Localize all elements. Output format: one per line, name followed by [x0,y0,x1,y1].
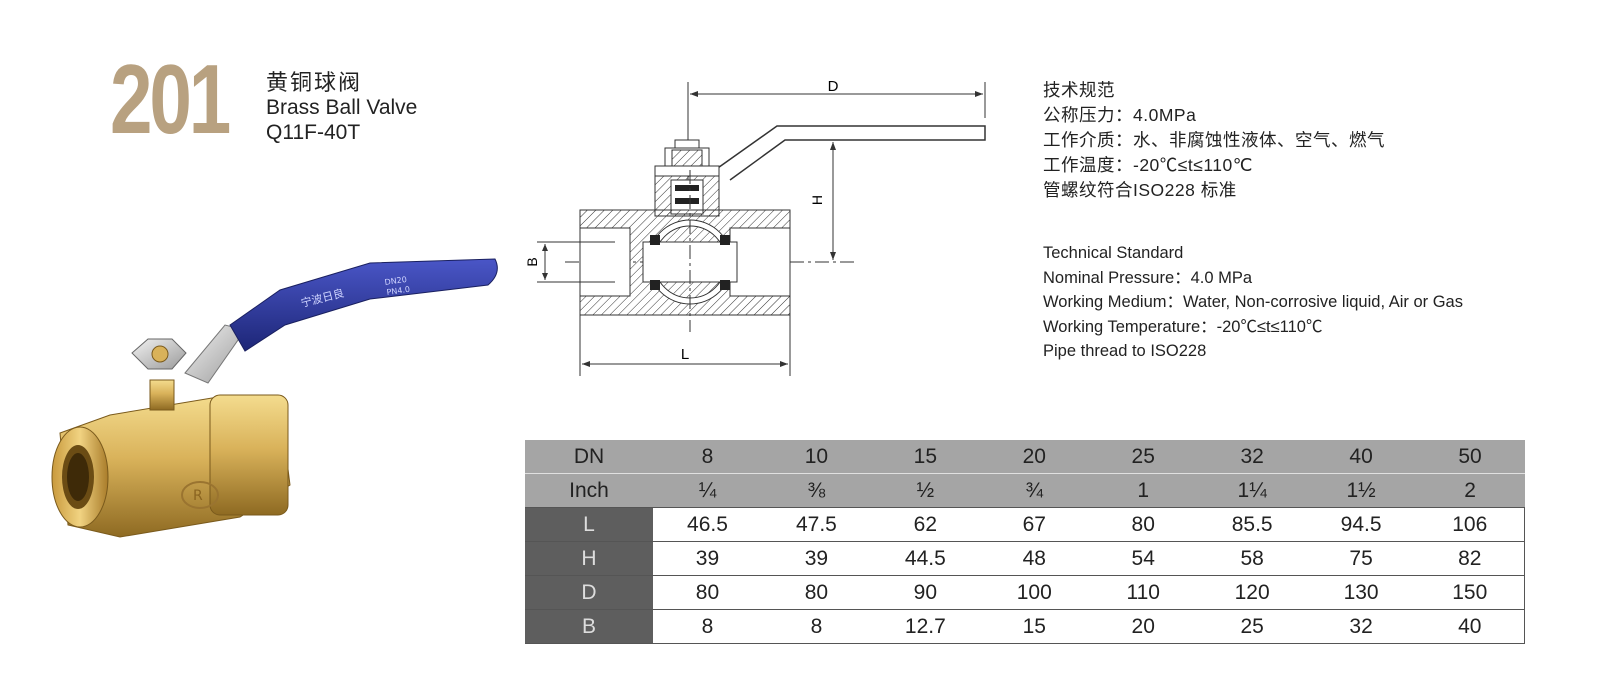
dimension-d: D [687,78,986,180]
title-block: 黄铜球阀 Brass Ball Valve Q11F-40T [266,70,417,145]
valve-handle: 宁波日良 DN20 PN4.0 [184,258,498,384]
table-cell: 25 [1197,609,1307,644]
table-cell: 106 [1415,507,1525,542]
row-label-l: L [525,507,653,542]
table-cell: 58 [1197,541,1307,576]
table-cell: 39 [761,541,871,576]
table-header-cell: ⅜ [761,473,871,508]
model-number: 201 [110,44,231,154]
dimension-table: DN 8 10 15 20 25 32 40 50 Inch ¼ ⅜ ½ ¾ 1… [525,440,1525,644]
table-header-cell: 10 [761,440,871,474]
table-row: L 46.5 47.5 62 67 80 85.5 94.5 106 [525,507,1525,542]
table-header-cell: 8 [653,440,762,474]
table-row: D 80 80 90 100 110 120 130 150 [525,575,1525,610]
table-cell: 82 [1415,541,1525,576]
table-header-row-dn: DN 8 10 15 20 25 32 40 50 [525,440,1525,474]
row-label-inch: Inch [525,473,653,508]
title-english: Brass Ball Valve [266,95,418,119]
table-header-cell: 32 [1197,440,1307,474]
table-header-cell: 25 [1088,440,1198,474]
table-cell: 90 [870,575,980,610]
table-row: B 8 8 12.7 15 20 25 32 40 [525,609,1525,644]
handle-mark-dn: DN20 [384,275,407,287]
table-header-cell: 1¼ [1197,473,1307,508]
dimension-label-b: B [524,257,540,266]
table-cell: 94.5 [1306,507,1416,542]
table-header-row-inch: Inch ¼ ⅜ ½ ¾ 1 1¼ 1½ 2 [525,473,1525,508]
table-cell: 8 [653,609,762,644]
table-cell: 80 [653,575,762,610]
table-cell: 20 [1088,609,1198,644]
table-header-cell: 1½ [1306,473,1416,508]
drawing-body [579,170,791,332]
table-cell: 85.5 [1197,507,1307,542]
table-cell: 150 [1415,575,1525,610]
table-cell: 32 [1306,609,1416,644]
specs-en-line: Working Medium：Water, Non-corrosive liqu… [1043,293,1463,311]
specs-cn-line: 公称压力：4.0MPa [1043,105,1197,125]
table-cell: 130 [1306,575,1416,610]
table-cell: 40 [1415,609,1525,644]
table-cell: 44.5 [870,541,980,576]
table-header-cell: ¼ [653,473,762,508]
table-header-cell: ½ [870,473,980,508]
specs-cn-heading: 技术规范 [1043,80,1115,100]
row-label-dn: DN [525,440,653,474]
specs-en-line: Pipe thread to ISO228 [1043,342,1207,360]
drawing-handle [654,125,986,181]
specs-cn-line: 工作温度：-20℃≤t≤110℃ [1043,155,1253,175]
table-cell: 67 [979,507,1089,542]
table-cell: 48 [979,541,1089,576]
handle-mark-pn: PN4.0 [386,285,411,297]
table-header-cell: 20 [979,440,1089,474]
table-cell: 15 [979,609,1089,644]
specs-en-heading: Technical Standard [1043,244,1184,262]
title-chinese: 黄铜球阀 [266,70,363,95]
row-label-d: D [525,575,653,610]
table-cell: 75 [1306,541,1416,576]
dimension-label-l: L [681,346,689,363]
stem-nut [131,338,187,411]
specs-cn-line: 工作介质：水、非腐蚀性液体、空气、燃气 [1043,130,1385,150]
table-cell: 62 [870,507,980,542]
svg-text:R: R [193,488,203,504]
table-cell: 8 [761,609,871,644]
table-cell: 39 [653,541,762,576]
specs-cn-line: 管螺纹符合ISO228 标准 [1043,180,1237,200]
table-cell: 80 [761,575,871,610]
table-cell: 110 [1088,575,1198,610]
row-label-b: B [525,609,653,644]
table-cell: 47.5 [761,507,871,542]
row-label-h: H [525,541,653,576]
table-cell: 12.7 [870,609,980,644]
specs-english: Technical Standard Nominal Pressure：4.0 … [1043,241,1463,364]
table-cell: 120 [1197,575,1307,610]
valve-body: R [51,394,291,538]
dimension-b: B [524,241,615,283]
table-header-cell: 2 [1415,473,1525,508]
dimension-l: L [579,315,791,376]
technical-drawing: D H [515,70,1005,385]
table-cell: 54 [1088,541,1198,576]
specs-chinese: 技术规范 公称压力：4.0MPa 工作介质：水、非腐蚀性液体、空气、燃气 工作温… [1043,78,1385,203]
table-header-cell: ¾ [979,473,1089,508]
product-image: R 宁波日良 DN20 PN4.0 [40,255,510,565]
dimension-label-d: D [828,78,839,95]
specs-en-line: Nominal Pressure：4.0 MPa [1043,268,1253,287]
specs-en-line: Working Temperature：-20℃≤t≤110℃ [1043,317,1323,336]
dimension-label-h: H [809,195,825,205]
table-header-cell: 50 [1415,440,1525,474]
table-header-cell: 15 [870,440,980,474]
model-code: Q11F-40T [266,120,361,144]
table-cell: 100 [979,575,1089,610]
table-row: H 39 39 44.5 48 54 58 75 82 [525,541,1525,576]
table-header-cell: 1 [1088,473,1198,508]
table-header-cell: 40 [1306,440,1416,474]
table-cell: 46.5 [653,507,762,542]
table-cell: 80 [1088,507,1198,542]
